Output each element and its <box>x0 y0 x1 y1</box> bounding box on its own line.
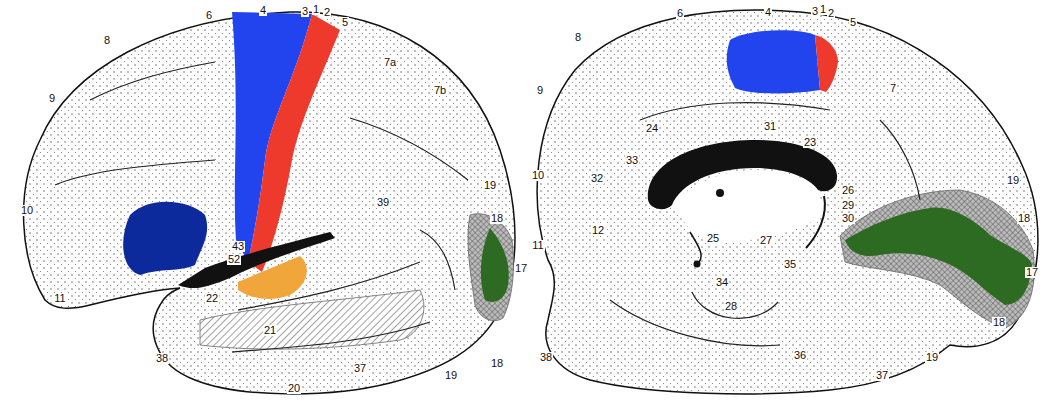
area-number: 18 <box>490 213 504 224</box>
area-number: 38 <box>155 353 169 364</box>
area-17-lateral <box>481 228 509 302</box>
area-18-texture <box>468 214 514 321</box>
area-number: 18 <box>1017 213 1031 224</box>
area-number: 23 <box>803 137 817 148</box>
area-number: 19 <box>1006 175 1020 186</box>
area-17-medial <box>845 208 1032 305</box>
sulcus <box>610 300 780 346</box>
area-number: 19 <box>483 180 497 191</box>
area-number: 29 <box>841 200 855 211</box>
area-number: 5 <box>849 17 857 28</box>
sulcus <box>806 196 825 248</box>
area-number: 37 <box>875 370 889 381</box>
lateral-outline <box>24 12 515 394</box>
area-number: 27 <box>759 235 773 246</box>
area-number: 4 <box>764 7 772 18</box>
area-number: 33 <box>625 155 639 166</box>
area-number: 24 <box>645 123 659 134</box>
area-number: 6 <box>676 8 684 19</box>
area-number: 19 <box>444 370 458 381</box>
area-number: 7 <box>889 83 897 94</box>
sulcus <box>350 118 468 180</box>
area-number: 36 <box>793 350 807 361</box>
area-number: 19 <box>925 352 939 363</box>
area-number: 7a <box>383 57 397 68</box>
sulcus <box>880 120 920 200</box>
area-number: 17 <box>514 263 528 274</box>
area-number: 35 <box>783 259 797 270</box>
area-number: 3 <box>811 6 819 17</box>
sulcus <box>55 160 215 185</box>
area-number: 26 <box>841 185 855 196</box>
area-number: 2 <box>323 7 331 18</box>
sulcus <box>420 230 455 290</box>
area-number: 43 <box>231 241 245 252</box>
sulcus <box>640 103 830 120</box>
area-number: 20 <box>287 383 301 394</box>
sulcus <box>90 62 215 100</box>
area-3-1-2-medial <box>815 35 838 92</box>
area-number: 11 <box>531 240 544 251</box>
sulcus <box>692 292 778 318</box>
area-41-42 <box>238 256 307 299</box>
area-number: 18 <box>490 358 504 369</box>
area-18-texture <box>840 190 1034 328</box>
area-number: 10 <box>20 205 34 216</box>
area-number: 38 <box>539 352 553 363</box>
area-number: 25 <box>706 233 720 244</box>
anatomical-dot <box>716 189 724 197</box>
area-number: 9 <box>536 85 544 96</box>
area-number: 10 <box>531 170 545 181</box>
area-number: 12 <box>591 225 605 236</box>
area-number: 4 <box>259 5 267 16</box>
area-number: 7b <box>433 85 447 96</box>
area-number: 11 <box>53 293 66 304</box>
area-number: 34 <box>715 277 729 288</box>
area-number: 3 <box>301 6 309 17</box>
sulcus <box>690 232 701 262</box>
area-number: 39 <box>376 197 390 208</box>
area-number: 18 <box>992 317 1006 328</box>
area-number: 22 <box>205 293 219 304</box>
corpus-callosum <box>648 140 837 209</box>
area-21-texture <box>200 290 424 349</box>
area-number: 52 <box>227 254 241 265</box>
anatomical-dot <box>694 261 701 268</box>
area-number: 28 <box>724 301 738 312</box>
area-number: 5 <box>341 17 349 28</box>
area-number: 17 <box>1025 267 1039 278</box>
medial-outline <box>537 10 1038 394</box>
area-number: 8 <box>574 32 582 43</box>
area-4-medial <box>727 30 820 93</box>
area-number: 21 <box>263 325 277 336</box>
sulcus <box>232 322 430 352</box>
area-number: 6 <box>205 10 213 21</box>
area-number: 32 <box>590 173 604 184</box>
area-number: 2 <box>827 8 835 19</box>
area-number: 37 <box>353 363 367 374</box>
area-number: 31 <box>763 121 777 132</box>
area-number: 8 <box>103 35 111 46</box>
area-number: 30 <box>841 213 855 224</box>
area-44-45 <box>123 202 207 275</box>
area-number: 9 <box>48 93 56 104</box>
area-number: 1 <box>819 4 827 15</box>
area-number: 1 <box>312 4 320 15</box>
